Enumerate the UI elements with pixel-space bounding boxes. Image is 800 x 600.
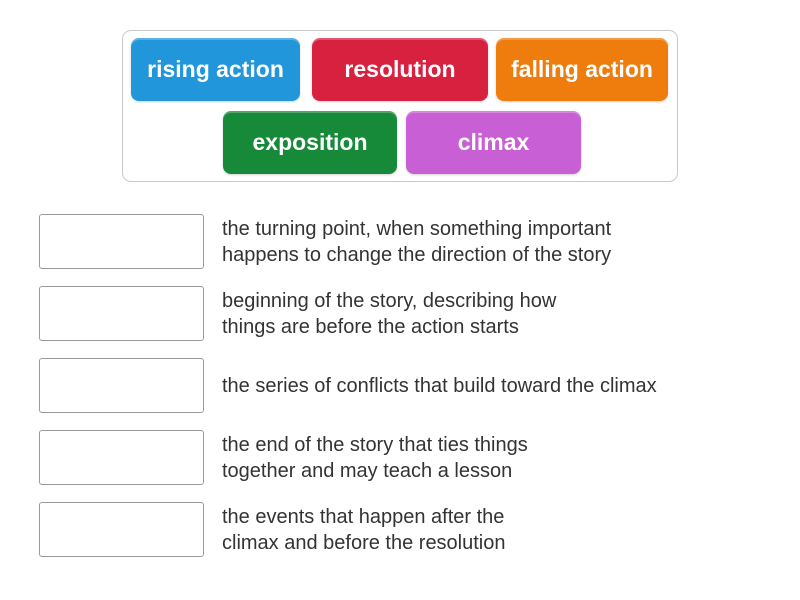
match-row: beginning of the story, describing how t… [0, 286, 800, 341]
answer-slot-3[interactable] [39, 358, 204, 413]
match-row: the end of the story that ties things to… [0, 430, 800, 485]
match-row: the events that happen after the climax … [0, 502, 800, 557]
match-row: the turning point, when something import… [0, 214, 800, 269]
answer-slot-2[interactable] [39, 286, 204, 341]
definition-text: the series of conflicts that build towar… [222, 374, 657, 397]
word-bank: rising action resolution falling action … [122, 30, 678, 182]
answer-slot-5[interactable] [39, 502, 204, 557]
answer-slot-1[interactable] [39, 214, 204, 269]
tile-rising-action[interactable]: rising action [131, 38, 300, 101]
tile-falling-action[interactable]: falling action [496, 38, 668, 101]
answer-slot-4[interactable] [39, 430, 204, 485]
definition-text: the turning point, when something import… [222, 217, 612, 266]
tile-climax[interactable]: climax [406, 111, 581, 174]
definition-text: the events that happen after the climax … [222, 505, 506, 554]
tile-exposition[interactable]: exposition [223, 111, 397, 174]
tile-resolution[interactable]: resolution [312, 38, 488, 101]
definition-text: the end of the story that ties things to… [222, 433, 528, 482]
definition-text: beginning of the story, describing how t… [222, 289, 557, 338]
match-row: the series of conflicts that build towar… [0, 358, 800, 413]
